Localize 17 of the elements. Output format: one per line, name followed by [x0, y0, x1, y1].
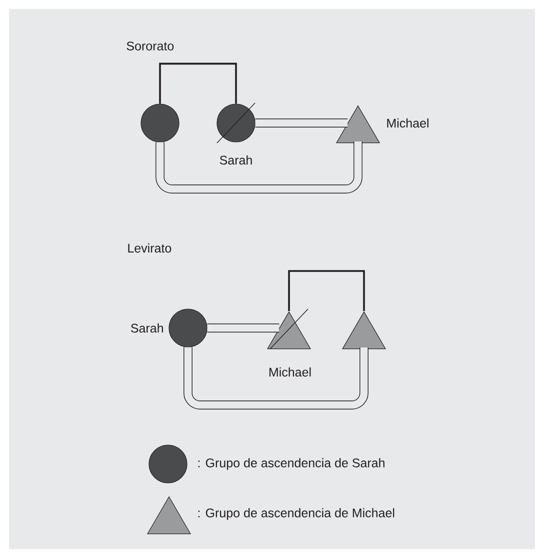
person-name: Michael	[269, 367, 311, 377]
sibling-line	[288, 270, 365, 311]
person-name: Sarah	[131, 323, 163, 333]
legend-text: : Grupo de ascendencia de Michael	[198, 508, 394, 520]
circle	[168, 308, 208, 348]
marriage-line	[207, 324, 280, 332]
section-heading: Levirato	[128, 243, 172, 253]
marriage-line	[184, 347, 368, 410]
person-name: Michael	[387, 118, 428, 128]
circle	[140, 104, 180, 142]
deceased-circle	[216, 102, 256, 144]
person-name: Sarah	[220, 155, 252, 165]
legend-text: : Grupo de ascendencia de Sarah	[198, 458, 384, 470]
marriage-line	[255, 118, 348, 128]
section-heading: Sororato	[126, 42, 174, 50]
sibling-line	[159, 62, 237, 104]
marriage-line	[156, 142, 362, 194]
